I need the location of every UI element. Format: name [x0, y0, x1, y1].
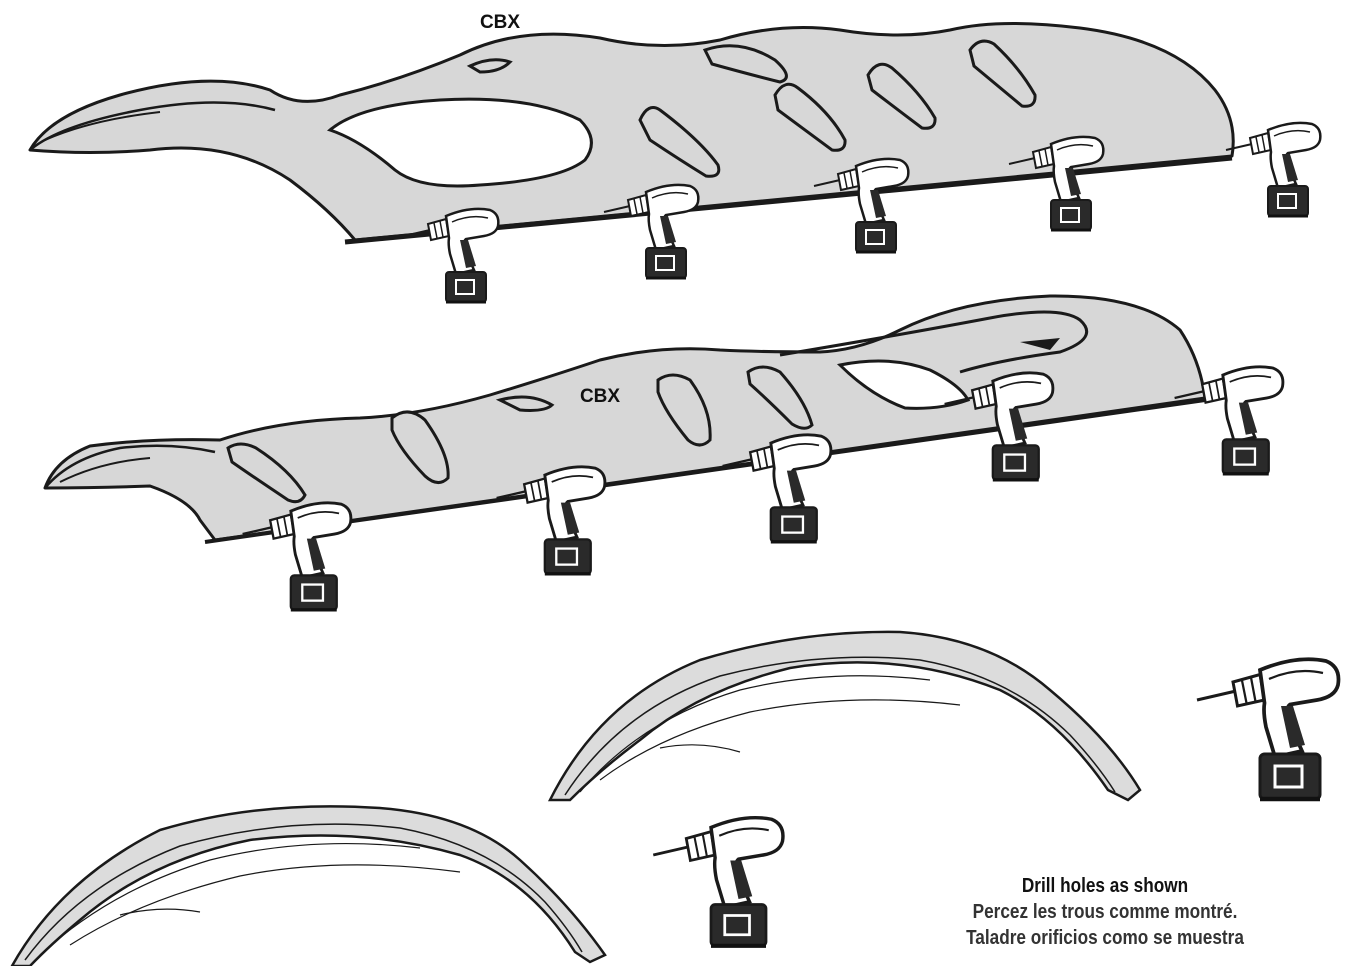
power-drill-icon	[1226, 123, 1320, 216]
power-drill-icon	[653, 818, 783, 946]
lower-panel-body	[45, 296, 1205, 540]
fender-left-body	[12, 806, 605, 966]
fender-left	[12, 806, 605, 966]
upper-panel-label: CBX	[480, 12, 520, 33]
power-drill-icon	[1197, 659, 1339, 799]
instruction-fr: Percez les trous comme montré.	[912, 899, 1299, 925]
instructions: Drill holes as shown Percez les trous co…	[912, 873, 1299, 951]
lower-panel-label: CBX	[580, 386, 620, 407]
instruction-en: Drill holes as shown	[912, 873, 1299, 899]
instruction-es: Taladre orificios como se muestra	[912, 925, 1299, 951]
fender-right	[550, 632, 1140, 800]
lower-panel: CBX	[45, 296, 1205, 542]
